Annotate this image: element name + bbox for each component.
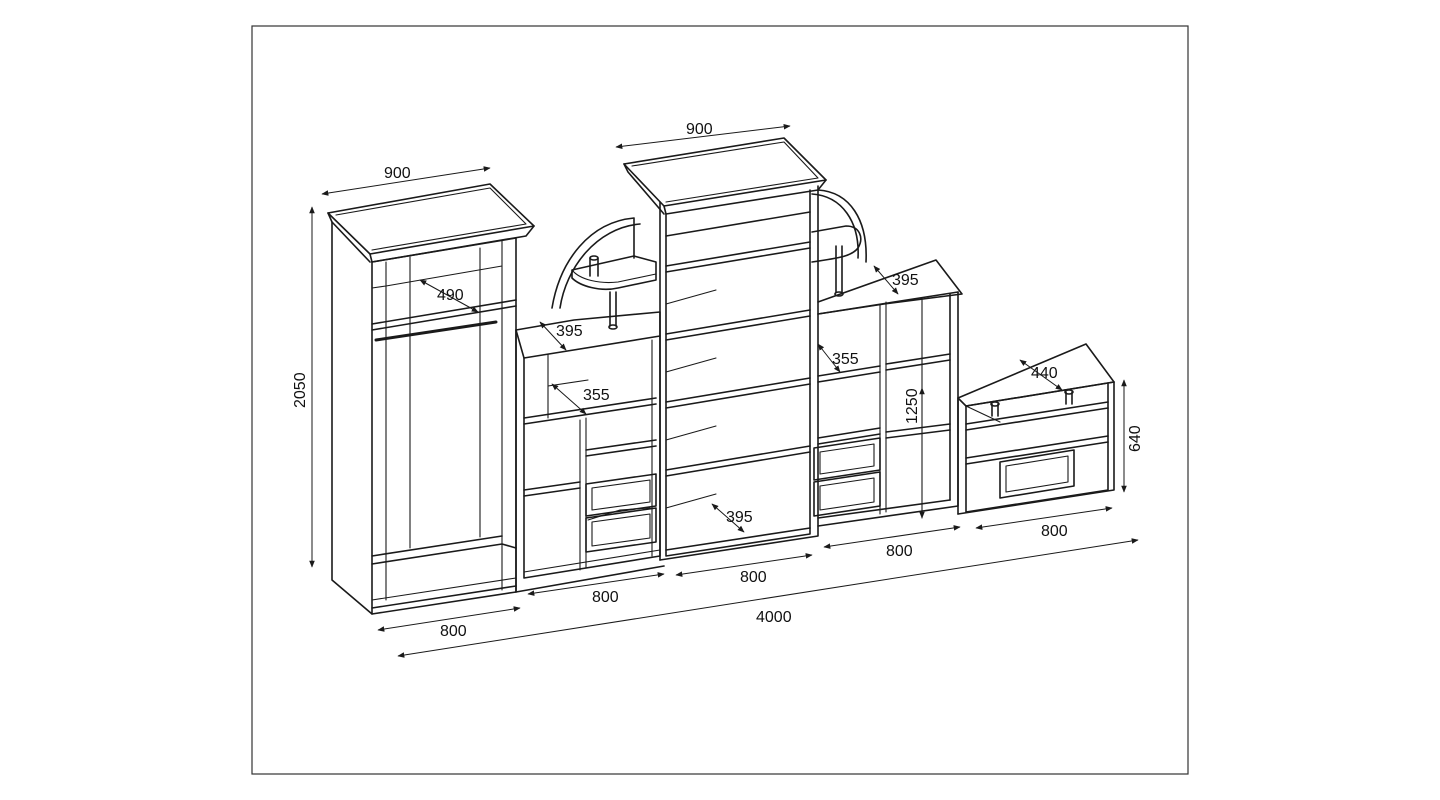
drawing-frame bbox=[251, 25, 1189, 775]
dim-line-width-total bbox=[397, 538, 1139, 658]
label-width-wardrobe: 800 bbox=[440, 623, 467, 640]
label-height-tv: 640 bbox=[1127, 425, 1144, 452]
label-width-right: 800 bbox=[886, 543, 913, 560]
right-shelf-unit bbox=[811, 189, 963, 527]
dim-line-depth-right bbox=[873, 265, 899, 295]
dim-line-top-center bbox=[615, 123, 791, 150]
label-depth-inner-right: 355 bbox=[832, 351, 859, 368]
dimension-lines bbox=[309, 123, 1139, 658]
label-height-right: 1250 bbox=[904, 388, 921, 424]
dim-line-depth-left bbox=[539, 321, 567, 351]
label-top-width-left: 900 bbox=[384, 165, 411, 182]
dim-line-depth-center bbox=[711, 503, 745, 533]
label-depth-right: 395 bbox=[892, 272, 919, 289]
tv-unit bbox=[957, 343, 1115, 515]
label-depth-tv: 440 bbox=[1031, 365, 1058, 382]
label-depth-inner-left: 355 bbox=[583, 387, 610, 404]
label-depth-left: 395 bbox=[556, 323, 583, 340]
label-width-left: 800 bbox=[592, 589, 619, 606]
label-width-tv: 800 bbox=[1041, 523, 1068, 540]
label-depth-wardrobe: 490 bbox=[437, 287, 464, 304]
dim-line-top-left bbox=[321, 166, 491, 196]
dim-line-width-tv bbox=[975, 506, 1113, 530]
label-depth-center: 395 bbox=[726, 509, 753, 526]
label-height-total: 2050 bbox=[292, 372, 309, 408]
dimension-labels: 900 900 2050 1250 640 490 395 355 395 39… bbox=[292, 121, 1144, 640]
label-width-total: 4000 bbox=[756, 609, 792, 626]
dim-line-depth-tv bbox=[1019, 359, 1063, 391]
dim-line-depth-wardrobe bbox=[419, 279, 479, 313]
label-width-center: 800 bbox=[740, 569, 767, 586]
label-top-width-center: 900 bbox=[686, 121, 713, 138]
dim-line-depth-inner-right bbox=[817, 343, 841, 373]
dim-line-depth-inner-left bbox=[551, 383, 587, 415]
